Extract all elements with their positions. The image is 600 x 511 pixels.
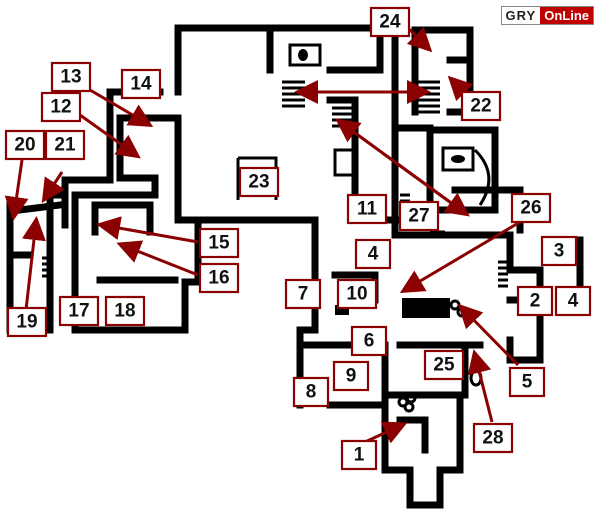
room-label-21: 21 <box>44 129 86 161</box>
room-label-17: 17 <box>58 295 100 327</box>
arrow-5 <box>457 303 520 367</box>
room-label-28: 28 <box>472 422 514 454</box>
svg-text:27: 27 <box>408 206 429 227</box>
svg-text:4: 4 <box>368 244 379 265</box>
svg-text:7: 7 <box>298 284 309 305</box>
room-label-19: 19 <box>6 306 48 338</box>
svg-text:19: 19 <box>16 312 37 333</box>
arrow-21 <box>41 171 65 204</box>
svg-text:21: 21 <box>54 135 76 156</box>
svg-text:10: 10 <box>346 284 367 305</box>
svg-text:28: 28 <box>482 428 503 449</box>
room-label-24: 24 <box>369 6 411 38</box>
gry-online-logo: GRY OnLine <box>500 6 594 25</box>
svg-text:13: 13 <box>60 67 81 88</box>
svg-text:12: 12 <box>50 97 71 118</box>
room-label-4a: 4 <box>354 238 392 270</box>
room-label-3: 3 <box>540 235 578 267</box>
svg-text:11: 11 <box>357 199 378 220</box>
room-label-11: 11 <box>346 193 388 225</box>
svg-text:23: 23 <box>248 172 269 193</box>
svg-text:4: 4 <box>568 291 579 312</box>
arrow-11-link-back <box>335 118 466 215</box>
arrows <box>4 26 521 444</box>
room-label-9: 9 <box>332 360 370 392</box>
arrow-12 <box>79 113 141 159</box>
svg-text:26: 26 <box>520 198 541 219</box>
svg-text:5: 5 <box>522 372 533 393</box>
room-label-23: 23 <box>238 166 280 198</box>
room-label-8: 8 <box>292 376 330 408</box>
room-label-12: 12 <box>40 91 82 123</box>
room-label-6: 6 <box>350 325 388 357</box>
room-label-10: 10 <box>336 278 378 310</box>
room-label-4b: 4 <box>554 285 592 317</box>
arrow-28 <box>467 349 494 423</box>
arrow-15 <box>96 216 199 244</box>
svg-text:14: 14 <box>130 74 152 95</box>
room-label-20: 20 <box>4 129 46 161</box>
arrow-20 <box>4 159 29 221</box>
svg-text:16: 16 <box>208 268 229 289</box>
room-label-14: 14 <box>120 68 162 100</box>
room-label-5: 5 <box>508 366 546 398</box>
room-label-25: 25 <box>423 349 465 381</box>
arrow-24 <box>406 26 433 53</box>
room-label-18: 18 <box>104 295 146 327</box>
room-label-27: 27 <box>398 200 440 232</box>
svg-text:20: 20 <box>14 135 35 156</box>
svg-text:18: 18 <box>114 301 135 322</box>
svg-text:17: 17 <box>68 301 89 322</box>
svg-text:24: 24 <box>379 12 401 33</box>
room-label-13: 13 <box>50 61 92 93</box>
svg-text:1: 1 <box>354 445 365 466</box>
svg-text:8: 8 <box>306 382 317 403</box>
arrow-26 <box>399 220 521 294</box>
room-label-15: 15 <box>198 227 240 259</box>
logo-text-online: OnLine <box>540 7 593 24</box>
arrow-13 <box>89 88 154 128</box>
room-label-26: 26 <box>510 192 552 224</box>
svg-text:15: 15 <box>208 233 230 254</box>
arrow-1 <box>364 421 408 444</box>
room-label-2: 2 <box>516 285 554 317</box>
arrow-16 <box>116 240 199 277</box>
room-label-16: 16 <box>198 262 240 294</box>
room-label-7: 7 <box>284 278 322 310</box>
arrow-22 <box>447 75 474 102</box>
room-label-22: 22 <box>460 90 502 122</box>
svg-text:9: 9 <box>346 366 357 387</box>
svg-text:2: 2 <box>530 291 541 312</box>
room-labels: 24 22 13 14 12 20 21 23 11 27 26 15 16 4… <box>4 6 592 471</box>
room-label-1: 1 <box>340 439 378 471</box>
logo-text-gry: GRY <box>501 7 541 24</box>
svg-text:25: 25 <box>433 355 455 376</box>
svg-text:3: 3 <box>554 241 565 262</box>
arrow-19 <box>22 216 46 311</box>
svg-text:6: 6 <box>364 331 375 352</box>
svg-text:22: 22 <box>470 96 491 117</box>
